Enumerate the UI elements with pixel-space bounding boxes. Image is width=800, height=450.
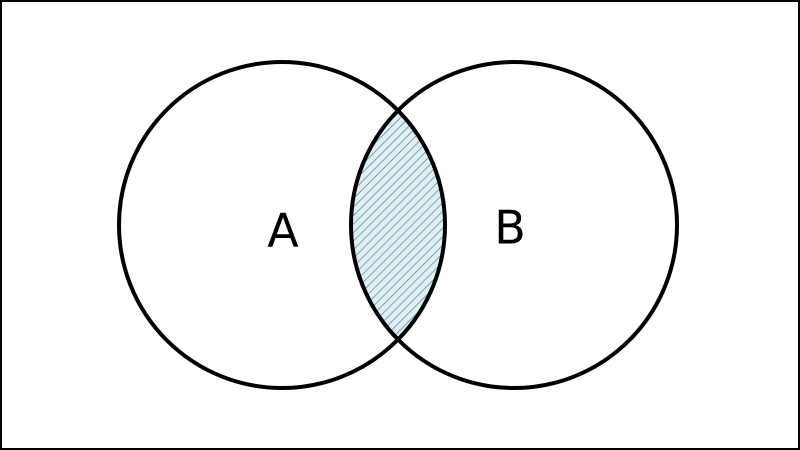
set-label-b: B <box>494 201 526 255</box>
circle-a <box>117 60 447 390</box>
set-label-a: A <box>267 204 299 258</box>
circle-b <box>349 60 679 390</box>
